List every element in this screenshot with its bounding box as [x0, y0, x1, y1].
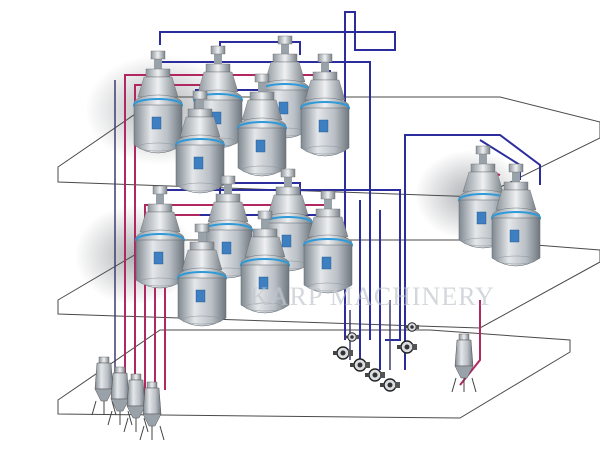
filter-group: [91, 333, 477, 441]
reactor-vessel-icon: [300, 53, 350, 157]
floor-ground: [57, 329, 571, 419]
valve-icon: [344, 332, 360, 342]
middle-reactor-group: [135, 168, 353, 327]
filter-housing-icon: [451, 333, 477, 393]
pump-icon: [349, 358, 371, 372]
pump-icon: [364, 368, 386, 382]
reactor-vessel-icon: [135, 185, 185, 289]
pump-icon: [379, 378, 401, 392]
pump-icon: [396, 340, 418, 354]
